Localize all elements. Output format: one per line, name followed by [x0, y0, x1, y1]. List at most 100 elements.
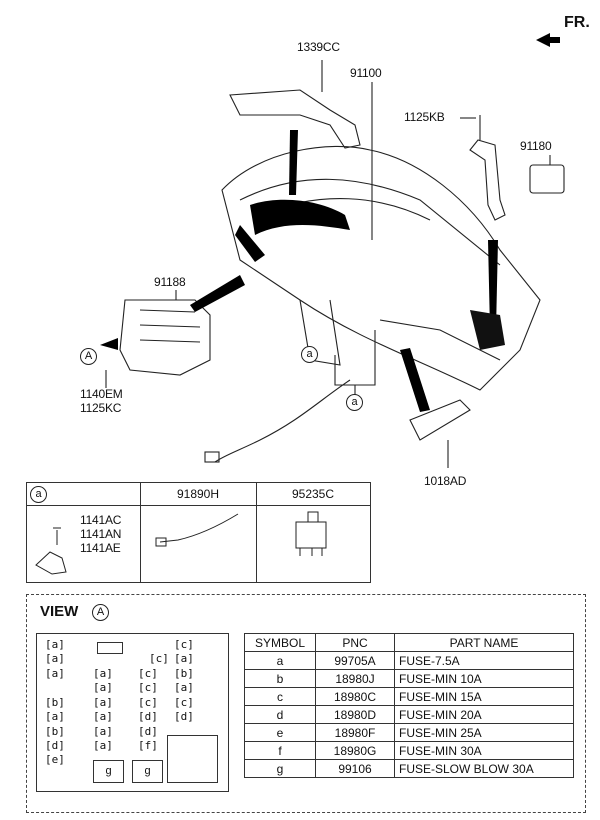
fuse-slot: [c] — [138, 696, 158, 709]
harness-bundle — [250, 199, 350, 235]
part-name-cell: FUSE-MIN 25A — [394, 723, 574, 742]
side-bracket — [469, 139, 506, 221]
fuse-slot: [a] — [93, 667, 113, 680]
fuse-slot: [a] — [93, 696, 113, 709]
fuse-slot: [b] — [45, 696, 65, 709]
fuse-slot: [c] — [149, 652, 169, 665]
fuse-slot: [f] — [138, 739, 158, 752]
pnc-cell: 99106 — [315, 759, 395, 778]
fuse-slot: [d] — [138, 710, 158, 723]
callout-1018AD: 1018AD — [424, 474, 467, 488]
fuse-slot: [a] — [174, 681, 194, 694]
detail-table — [26, 482, 371, 583]
fuse-slot: [a] — [93, 681, 113, 694]
pnc-cell: 18980F — [315, 723, 395, 742]
part-name-cell: FUSE-MIN 30A — [394, 741, 574, 760]
symbol-cell: c — [244, 687, 316, 706]
symbol-cell: b — [244, 669, 316, 688]
fuse-slot: [a] — [93, 739, 113, 752]
pnc-cell: 18980C — [315, 687, 395, 706]
pointer-wedge — [488, 240, 498, 330]
pointer-wedge — [400, 348, 430, 412]
fuse-slot: [c] — [174, 638, 194, 651]
slow-blow-fuse-g: g — [93, 760, 124, 783]
callout-1125KB: 1125KB — [404, 110, 445, 124]
slow-blow-fuse-g: g — [132, 760, 163, 783]
fuse-slot: [e] — [45, 753, 65, 766]
dashboard-outline — [221, 145, 541, 391]
bolt-icon — [53, 527, 61, 545]
view-marker-A: A — [92, 604, 109, 621]
part-name-cell: FUSE-MIN 10A — [394, 669, 574, 688]
detail-header-95235C: 95235C — [291, 487, 335, 501]
pointer-wedge — [289, 130, 298, 195]
callout-1140EM: 1140EM — [80, 387, 123, 401]
upper-bracket — [229, 89, 361, 149]
fuse-slot: [a] — [45, 710, 65, 723]
fuse-slot: [a] — [174, 652, 194, 665]
pointer-wedge — [190, 275, 245, 312]
symbol-cell: d — [244, 705, 316, 724]
clip-icon — [35, 551, 67, 575]
fuse-slot: [c] — [138, 667, 158, 680]
bolt-1141AE: 1141AE — [80, 541, 121, 555]
callout-91180: 91180 — [520, 139, 552, 153]
fuse-slot: [b] — [174, 667, 194, 680]
front-direction-label: FR. — [564, 14, 590, 31]
bolt-1141AC: 1141AC — [80, 513, 122, 527]
view-title: VIEW — [40, 603, 79, 620]
symbol-cell: a — [244, 651, 316, 670]
fuse-panel-relay-block — [167, 735, 218, 783]
fuse-slot: [a] — [45, 667, 65, 680]
fuse-slot: [d] — [45, 739, 65, 752]
marker-a-circle: a — [301, 346, 318, 363]
detail-marker-a: a — [30, 486, 47, 503]
part-name-cell: FUSE-SLOW BLOW 30A — [394, 759, 574, 778]
callout-1125KC: 1125KC — [80, 401, 122, 415]
wire-connector-icon — [159, 513, 239, 543]
pnc-cell: 18980J — [315, 669, 395, 688]
module-91180 — [529, 164, 565, 194]
fuse-panel-slot — [97, 642, 123, 654]
col-pnc: PNC — [315, 633, 395, 652]
fuse-slot: [c] — [138, 681, 158, 694]
col-part-name: PART NAME — [394, 633, 574, 652]
fuse-slot: [a] — [93, 725, 113, 738]
pnc-cell: 99705A — [315, 651, 395, 670]
col-symbol: SYMBOL — [244, 633, 316, 652]
callout-91188: 91188 — [154, 275, 186, 289]
pnc-cell: 18980G — [315, 741, 395, 760]
callout-1339CC: 1339CC — [297, 40, 340, 54]
fuse-slot: [a] — [45, 638, 65, 651]
fuse-panel — [36, 633, 229, 792]
pointer-wedge — [100, 338, 118, 350]
fuse-slot: [b] — [45, 725, 65, 738]
harness-wire — [214, 379, 351, 463]
symbol-cell: e — [244, 723, 316, 742]
lower-bracket — [409, 399, 471, 441]
fuse-slot: [d] — [174, 710, 194, 723]
part-name-cell: FUSE-MIN 15A — [394, 687, 574, 706]
callout-91100: 91100 — [350, 66, 382, 80]
fuse-slot: [c] — [174, 696, 194, 709]
view-A-panel — [26, 594, 586, 813]
pnc-cell: 18980D — [315, 705, 395, 724]
part-name-cell: FUSE-MIN 20A — [394, 705, 574, 724]
part-name-cell: FUSE-7.5A — [394, 651, 574, 670]
fuse-slot: [a] — [93, 710, 113, 723]
symbol-cell: g — [244, 759, 316, 778]
relay-icon — [295, 521, 327, 549]
marker-a-circle: a — [346, 394, 363, 411]
symbol-cell: f — [244, 741, 316, 760]
fuse-slot: [a] — [45, 652, 65, 665]
